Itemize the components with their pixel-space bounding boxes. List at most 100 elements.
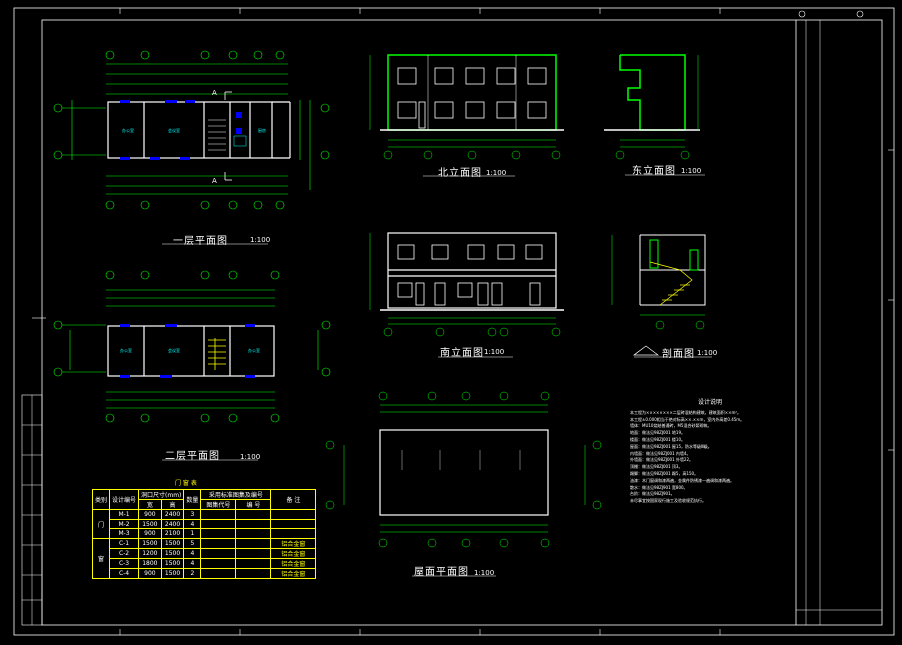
table-cell-code: C-4 bbox=[109, 568, 140, 580]
table-subheader: 宽 bbox=[138, 499, 162, 510]
table-cell-code: C-2 bbox=[109, 548, 140, 560]
door-window-table: 类别 设计编号 洞口尺寸(mm) 数量 采用标准图集及编号 备 注 宽 高 图集… bbox=[91, 489, 317, 580]
note-line: 外墙面：做法见98ZJ001 外墙22。 bbox=[630, 457, 694, 463]
table-cell-category: 门 bbox=[91, 508, 111, 540]
outer-frame bbox=[13, 7, 895, 636]
table-cell-count: 3 bbox=[183, 509, 202, 520]
north-elevation-scale: 1:100 bbox=[486, 169, 507, 177]
note-line: 踢脚：做法见98ZJ001 踢5，高150。 bbox=[630, 470, 699, 476]
table-cell-count: 4 bbox=[183, 548, 202, 560]
table-cell-count: 4 bbox=[183, 558, 202, 570]
plan2-scale: 1:100 bbox=[240, 453, 261, 461]
plan1-drawing: 办公室 会议室 厨房 A A bbox=[53, 50, 330, 210]
section-title: 剖面图 bbox=[662, 349, 695, 360]
svg-text:办公室: 办公室 bbox=[122, 127, 134, 133]
table-cell-height: 1500 bbox=[160, 568, 185, 580]
table-cell-note: 铝合金窗 bbox=[270, 568, 317, 580]
table-cell-code: C-3 bbox=[109, 558, 140, 570]
table-cell-code: C-1 bbox=[109, 538, 140, 550]
table-cell-width: 900 bbox=[138, 568, 162, 580]
table-cell-height: 2400 bbox=[160, 518, 185, 530]
roof-plan-title: 屋面平面图 bbox=[414, 567, 469, 578]
table-row: C-2 1200 1500 4 铝合金窗 bbox=[93, 548, 317, 560]
design-notes-title: 设计说明 bbox=[697, 399, 722, 406]
note-line: 散水：做法见98ZJ901 宽800。 bbox=[630, 484, 688, 490]
table-cell-width: 900 bbox=[138, 509, 162, 520]
svg-text:办公室: 办公室 bbox=[120, 347, 132, 353]
table-row: 窗 C-1 1500 1500 5 铝合金窗 bbox=[91, 538, 317, 580]
svg-text:厨房: 厨房 bbox=[258, 127, 266, 133]
east-elevation-title: 东立面图 bbox=[632, 166, 676, 177]
table-cell-height: 1500 bbox=[160, 538, 185, 550]
section-mark-bottom: A bbox=[212, 177, 217, 185]
table-cell-width: 1500 bbox=[138, 538, 162, 550]
note-line: 楼面：做法见98ZJ001 楼10。 bbox=[630, 436, 686, 442]
svg-text:会议室: 会议室 bbox=[168, 347, 180, 353]
table-cell-width: 900 bbox=[138, 528, 162, 540]
north-elevation-title: 北立面图 bbox=[438, 168, 482, 179]
table-header: 采用标准图集及编号 bbox=[200, 489, 272, 500]
table-cell-code: M-2 bbox=[109, 518, 140, 530]
note-line: 屋面：做法见98ZJ001 屋15，防水等级Ⅲ级。 bbox=[630, 443, 712, 449]
south-elevation-scale: 1:100 bbox=[484, 348, 505, 356]
door-window-table-caption: 门 窗 表 bbox=[175, 480, 197, 487]
design-notes: 设计说明 本工程为××××××××二层砖混结构建筑，建筑面积××m²。 本工程±… bbox=[630, 399, 790, 505]
note-line: 油漆：木门窗调和漆两遍，金属件防锈漆一遍调和漆两遍。 bbox=[630, 477, 734, 483]
svg-text:办公室: 办公室 bbox=[248, 347, 260, 353]
svg-text:会议室: 会议室 bbox=[168, 127, 180, 133]
table-subheader: 高 bbox=[160, 499, 185, 510]
table-header: 备 注 bbox=[270, 489, 317, 510]
table-row: M-2 1500 2400 4 bbox=[93, 518, 317, 530]
roof-plan-drawing bbox=[325, 391, 602, 577]
table-subheader: 图集代号 bbox=[200, 499, 237, 510]
table-cell-note bbox=[270, 518, 317, 530]
east-elevation-scale: 1:100 bbox=[681, 167, 702, 175]
table-cell-count: 2 bbox=[183, 568, 202, 580]
table-cell-height: 1500 bbox=[160, 548, 185, 560]
table-header: 设计编号 bbox=[109, 489, 140, 510]
table-subheader: 编 号 bbox=[235, 499, 272, 510]
roof-plan-scale: 1:100 bbox=[474, 569, 495, 577]
note-line: 地面：做法见98ZJ001 地19。 bbox=[630, 430, 686, 436]
table-header: 类别 bbox=[91, 489, 111, 510]
table-cell-count: 4 bbox=[183, 518, 202, 530]
plan1-title: 一层平面图 bbox=[173, 236, 228, 247]
table-row: M-3 900 2100 1 bbox=[93, 528, 317, 540]
table-cell-note bbox=[270, 528, 317, 540]
table-header: 数量 bbox=[183, 489, 202, 510]
table-header: 洞口尺寸(mm) bbox=[138, 489, 185, 500]
note-line: 墙体：MU10烧结普通砖，M5混合砂浆砌筑。 bbox=[630, 423, 712, 429]
section-mark-top: A bbox=[212, 89, 217, 97]
plan2-title: 二层平面图 bbox=[165, 451, 220, 462]
plan1-scale: 1:100 bbox=[250, 236, 271, 244]
table-header-row: 类别 设计编号 洞口尺寸(mm) 数量 采用标准图集及编号 备 注 bbox=[91, 489, 317, 510]
note-line: 台阶：做法见98ZJ901。 bbox=[630, 491, 675, 497]
section-drawing bbox=[611, 234, 712, 358]
east-elevation-drawing bbox=[604, 54, 705, 176]
inner-frame bbox=[41, 19, 883, 626]
table-cell-category: 窗 bbox=[91, 538, 111, 580]
table-row: 门 M-1 900 2400 3 bbox=[91, 508, 317, 540]
table-cell-note: 铝合金窗 bbox=[270, 538, 317, 550]
note-line: 本工程±0.000相当于绝对标高××.××m，室内外高差0.45m。 bbox=[630, 416, 745, 422]
table-cell-count: 5 bbox=[183, 538, 202, 550]
section-scale: 1:100 bbox=[697, 349, 718, 357]
table-cell-width: 1800 bbox=[138, 558, 162, 570]
note-line: 内墙面：做法见98ZJ001 内墙4。 bbox=[630, 450, 691, 456]
table-cell-width: 1500 bbox=[138, 518, 162, 530]
table-cell-note bbox=[270, 509, 317, 520]
table-row: C-4 900 1500 2 铝合金窗 bbox=[93, 568, 317, 580]
table-cell-height: 1500 bbox=[160, 558, 185, 570]
note-line: 顶棚：做法见98ZJ001 顶3。 bbox=[630, 464, 683, 470]
table-cell-height: 2100 bbox=[160, 528, 185, 540]
table-cell-code: M-1 bbox=[109, 509, 140, 520]
north-elevation-drawing bbox=[369, 54, 564, 177]
table-subheader-row: 宽 高 图集代号 编 号 bbox=[93, 499, 316, 510]
table-cell-note: 铝合金窗 bbox=[270, 548, 317, 560]
note-line: 未尽事宜按国家现行施工及验收规范执行。 bbox=[630, 498, 706, 504]
table-cell-count: 1 bbox=[183, 528, 202, 540]
table-row: C-3 1800 1500 4 铝合金窗 bbox=[93, 558, 317, 570]
table-cell-code: M-3 bbox=[109, 528, 140, 540]
table-cell-width: 1200 bbox=[138, 548, 162, 560]
